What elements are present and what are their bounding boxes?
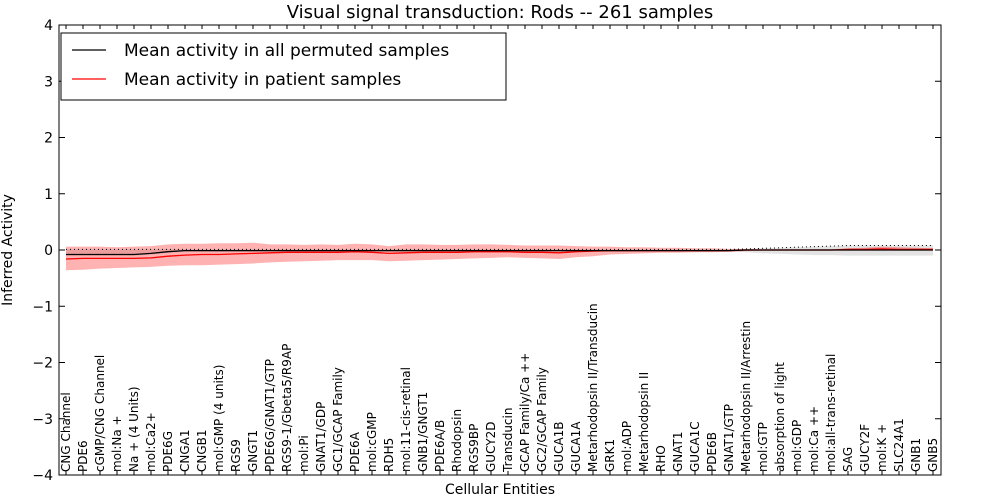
x-tick-label: RGS9BP: [467, 424, 481, 472]
permuted-upper-dotted-line: [66, 245, 933, 250]
x-tick-label: Metarhodopsin II/Transducin: [586, 303, 600, 472]
x-tick-label: mol:Na +: [110, 415, 124, 472]
x-tick-label: RHO: [654, 445, 668, 472]
y-tick-label: −2: [32, 356, 53, 372]
x-tick-label: mol:ADP: [620, 421, 634, 472]
legend-frame: [60, 32, 507, 101]
x-tick-label: Metarhodopsin II: [637, 372, 651, 472]
x-tick-label: Na + (4 Units): [127, 386, 141, 472]
x-tick-label: mol:GMP (4 units): [212, 365, 226, 472]
x-tick-label: mol:all-trans-retinal: [824, 354, 838, 472]
x-tick-label: Transducin: [501, 408, 515, 473]
x-tick-label: PDE6G: [161, 431, 175, 472]
x-tick-label: PDE6: [76, 440, 90, 472]
x-tick-label: GNB1: [909, 438, 923, 472]
x-tick-label: GNB5: [926, 438, 940, 472]
x-tick-label: GUCA1A: [569, 421, 583, 472]
x-tick-label: PDE6A/B: [433, 420, 447, 472]
x-tick-label: GRK1: [603, 439, 617, 472]
x-tick-label: RDH5: [382, 438, 396, 472]
x-tick-label: GNAT1: [671, 431, 685, 472]
series-lines: [65, 248, 933, 260]
y-tick-label: 2: [44, 131, 53, 147]
x-tick-label: mol:GDP: [790, 420, 804, 472]
x-tick-label: GUCA1C: [688, 421, 702, 472]
x-tick-label: mol:Ca ++: [807, 406, 821, 472]
x-tick-label: GCAP Family/Ca ++: [518, 353, 532, 472]
y-tick-label: 1: [44, 187, 53, 203]
y-tick-label: −4: [32, 468, 53, 484]
x-tick-label: Metarhodopsin II/Arrestin: [739, 321, 753, 472]
x-tick-label: Rhodopsin: [450, 409, 464, 472]
legend-label-permuted: Mean activity in all permuted samples: [124, 41, 449, 61]
x-tick-label: cGMP/CNG Channel: [93, 355, 107, 472]
x-tick-label: GC2/GCAP Family: [535, 367, 549, 472]
legend-label-patient: Mean activity in patient samples: [124, 70, 401, 90]
y-axis-label: Inferred Activity: [0, 194, 16, 306]
x-tick-label: GUCY2D: [484, 422, 498, 472]
y-axis-ticks: −4 −3 −2 −1 0 1 2 3 4: [32, 18, 941, 484]
x-tick-label: CNG Channel: [59, 392, 73, 472]
x-tick-label: GUCY2F: [858, 424, 872, 472]
x-tick-label: mol:Ca2+: [144, 412, 158, 472]
series-line-permuted: [66, 249, 933, 256]
legend: Mean activity in all permuted samples Me…: [60, 32, 507, 101]
x-tick-label: SAG: [841, 447, 855, 472]
x-tick-label: mol:GTP: [756, 422, 770, 472]
y-tick-label: 3: [44, 74, 53, 90]
x-tick-label: GC1/GCAP Family: [331, 367, 345, 472]
x-tick-label: RGS9-1/Gbeta5/R9AP: [280, 344, 294, 472]
x-tick-label: GNAT1/GTP: [722, 404, 736, 472]
x-tick-label: GNGT1: [246, 430, 260, 472]
x-tick-label: CNGB1: [195, 429, 209, 472]
y-tick-label: −3: [32, 412, 53, 428]
y-tick-label: 4: [44, 18, 53, 34]
x-tick-label: mol:Pi: [297, 435, 311, 472]
x-tick-label: RGS9: [229, 439, 243, 472]
x-tick-label: absorption of light: [773, 362, 787, 472]
x-tick-label: PDE6B: [705, 432, 719, 472]
x-tick-label: GUCA1B: [552, 421, 566, 472]
x-tick-label: mol:K +: [875, 424, 889, 472]
x-tick-label: PDE6G/GNAT1/GTP: [263, 359, 277, 472]
x-tick-label: mol:11-cis-retinal: [399, 367, 413, 472]
x-tick-label: GNB1/GNGT1: [416, 392, 430, 472]
x-tick-label: CNGA1: [178, 430, 192, 473]
x-tick-label: GNAT1/GDP: [314, 402, 328, 472]
x-tick-label: mol:cGMP: [365, 412, 379, 472]
x-tick-label: PDE6A: [348, 431, 362, 472]
x-tick-label: SLC24A1: [892, 418, 906, 472]
y-tick-label: −1: [32, 299, 53, 315]
x-axis-label: Cellular Entities: [445, 482, 555, 498]
y-tick-label: 0: [44, 243, 53, 259]
chart-title: Visual signal transduction: Rods -- 261 …: [287, 2, 714, 23]
